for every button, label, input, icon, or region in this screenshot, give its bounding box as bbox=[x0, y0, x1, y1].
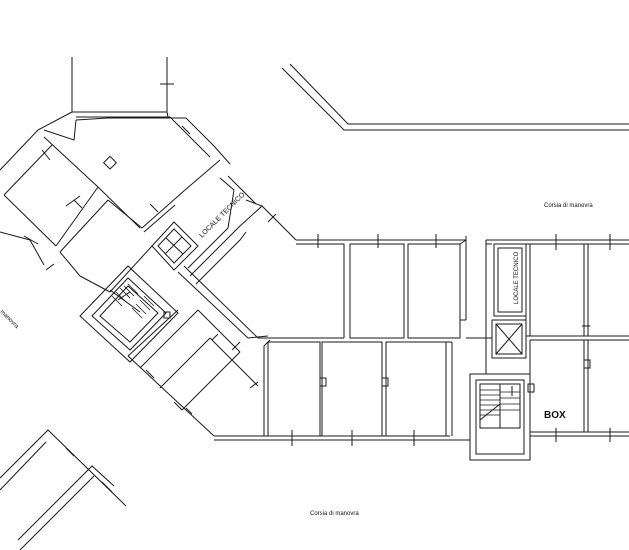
label-locale-tecnico-2: LOCALE TECNICO bbox=[514, 251, 520, 304]
label-corsia-top: Corsia di manovra bbox=[544, 203, 593, 209]
right-core bbox=[450, 240, 531, 461]
left-stair-treads bbox=[109, 283, 155, 319]
box-row-upper-center bbox=[258, 234, 467, 339]
lower-left-walls bbox=[0, 429, 127, 550]
label-locale-tecnico-1: LOCALE TECNICO bbox=[198, 191, 246, 239]
label-box: BOX bbox=[544, 410, 566, 421]
upper-left-walls bbox=[37, 57, 211, 158]
left-wing-upper bbox=[0, 117, 231, 293]
label-corsia-left: manovra bbox=[0, 309, 20, 330]
corridor-edge-top bbox=[281, 63, 629, 131]
label-corsia-bottom: Corsia di manovra bbox=[310, 511, 359, 517]
box-row-lower-center bbox=[214, 341, 453, 446]
left-stairwell bbox=[79, 265, 179, 363]
right-stair-treads bbox=[479, 386, 520, 421]
center-wing bbox=[127, 175, 297, 437]
left-lift-core bbox=[151, 221, 199, 271]
box-row-right bbox=[486, 234, 629, 442]
